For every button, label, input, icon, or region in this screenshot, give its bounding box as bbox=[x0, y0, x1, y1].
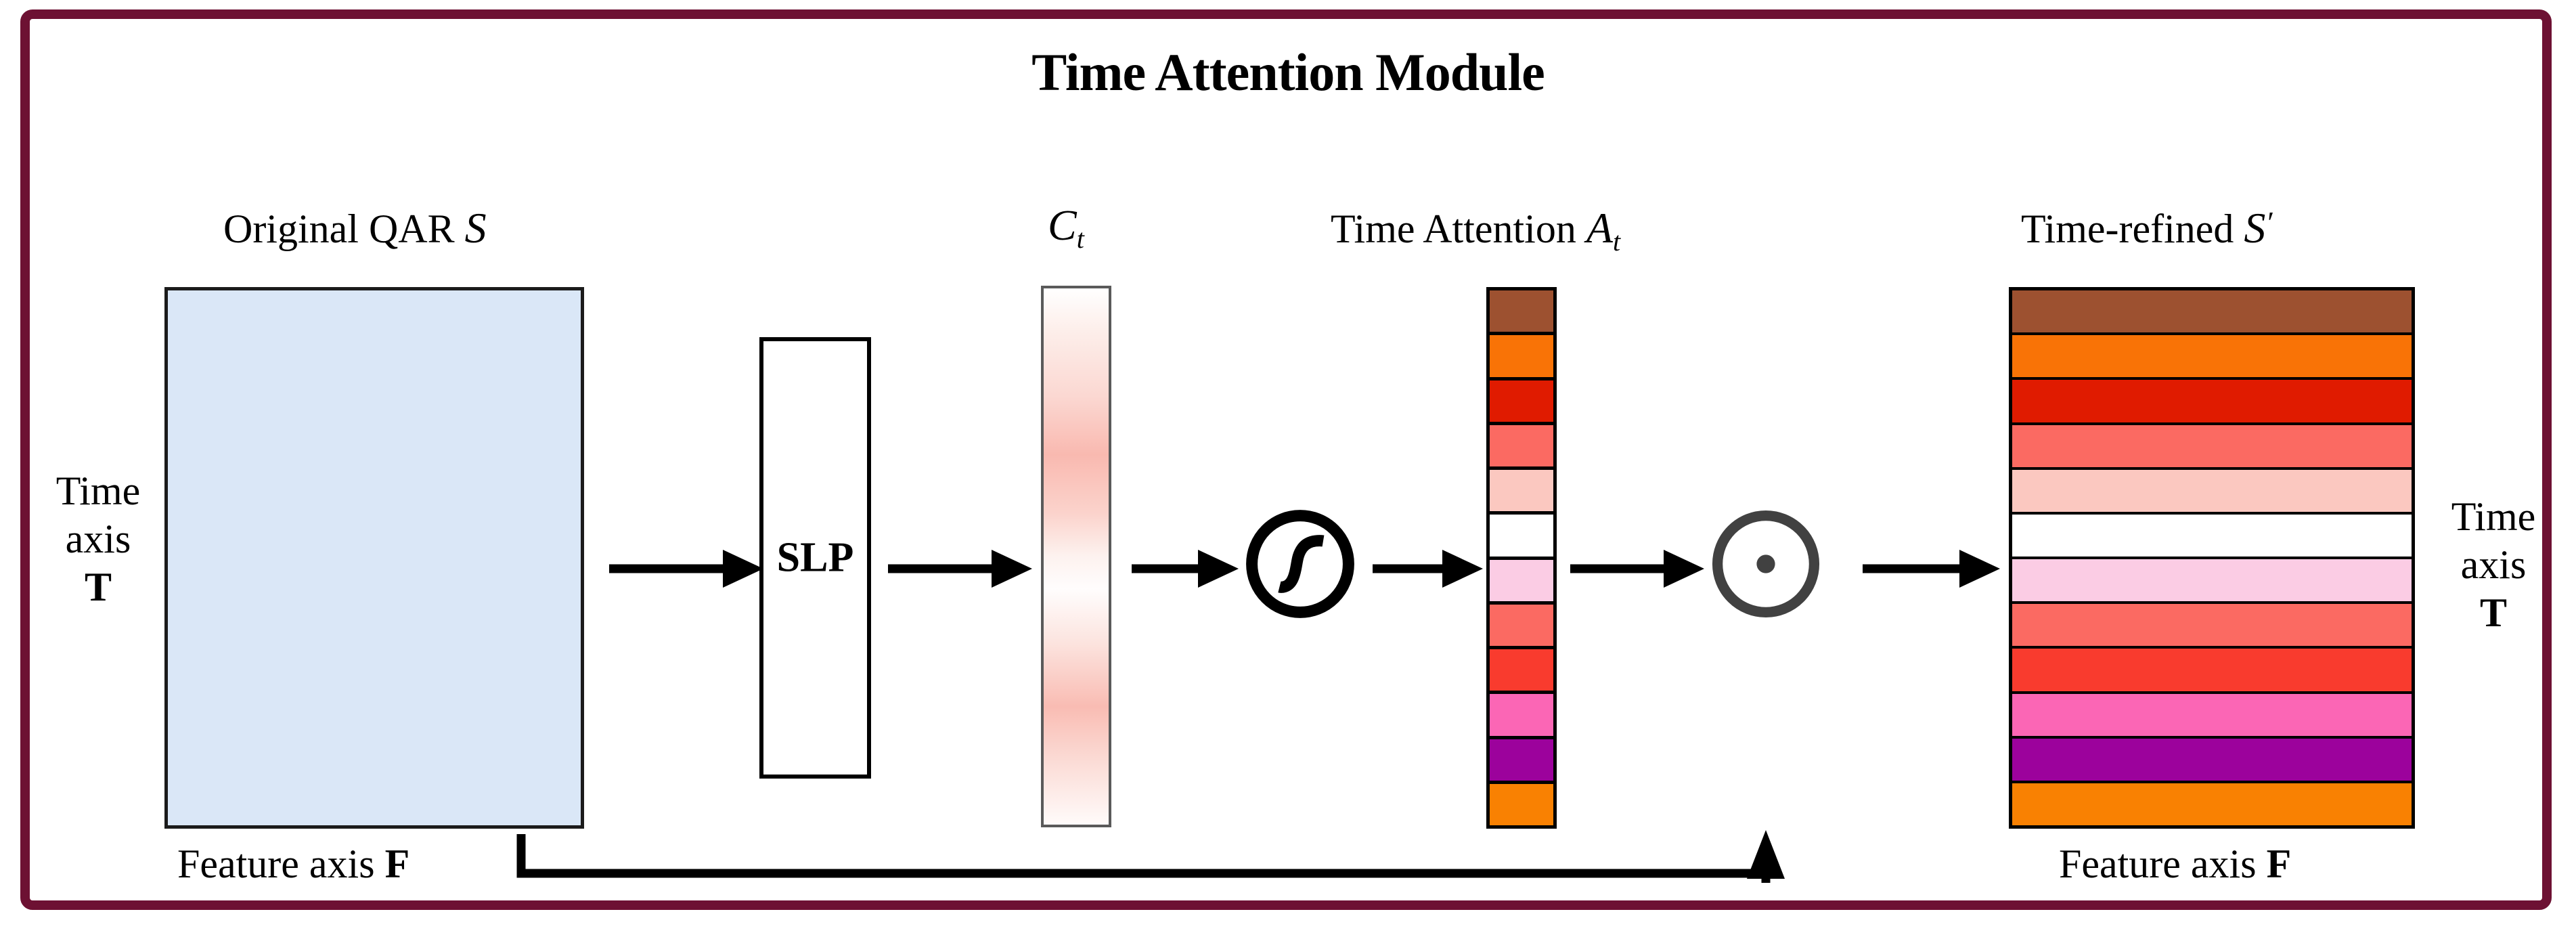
page-title: Time Attention Module bbox=[1031, 43, 1545, 102]
attention-band-5 bbox=[1490, 470, 1553, 515]
time-refined-text: Time-refined bbox=[2021, 206, 2234, 251]
ct-symbol: C bbox=[1048, 201, 1077, 249]
refined-band-3 bbox=[2012, 380, 2412, 425]
original-qar-caption: Original QAR S bbox=[223, 203, 487, 253]
sprime-symbol: S bbox=[2244, 204, 2266, 252]
refined-band-7 bbox=[2012, 559, 2412, 605]
original-qar-symbol: S bbox=[464, 204, 487, 252]
sprime-mark: ′ bbox=[2265, 205, 2273, 240]
time-axis-right-line3: T bbox=[2479, 590, 2508, 635]
time-axis-left-line1: Time bbox=[55, 468, 141, 513]
attention-band-11 bbox=[1490, 739, 1553, 784]
attention-band-10 bbox=[1490, 694, 1553, 739]
time-axis-left-line2: axis bbox=[65, 516, 131, 561]
at-symbol: A bbox=[1586, 204, 1613, 252]
time-axis-right-line1: Time bbox=[2451, 494, 2536, 539]
arrow-at-to-multiply bbox=[1570, 550, 1704, 588]
attention-band-4 bbox=[1490, 424, 1553, 470]
attention-band-6 bbox=[1490, 515, 1553, 560]
original-qar-matrix bbox=[164, 287, 584, 829]
time-attention-caption: Time Attention At bbox=[1331, 203, 1620, 257]
multiply-icon bbox=[1712, 510, 1820, 618]
refined-band-11 bbox=[2012, 738, 2412, 783]
refined-band-8 bbox=[2012, 604, 2412, 649]
attention-band-7 bbox=[1490, 559, 1553, 605]
feature-axis-label-right: Feature axis F bbox=[2059, 841, 2291, 888]
attention-band-8 bbox=[1490, 604, 1553, 649]
refined-band-1 bbox=[2012, 290, 2412, 336]
feature-axis-right-text: Feature axis bbox=[2059, 842, 2257, 886]
ct-caption: Ct bbox=[1048, 200, 1084, 255]
time-refined-matrix bbox=[2009, 287, 2415, 829]
time-axis-right-line2: axis bbox=[2460, 542, 2527, 587]
time-attention-column bbox=[1486, 287, 1557, 829]
refined-band-6 bbox=[2012, 514, 2412, 560]
arrow-sigmoid-to-at bbox=[1373, 550, 1483, 588]
arrow-slp-to-ct bbox=[888, 550, 1032, 588]
refined-band-4 bbox=[2012, 424, 2412, 470]
arrow-ct-to-sigmoid bbox=[1132, 550, 1239, 588]
attention-band-12 bbox=[1490, 783, 1553, 825]
at-subscript: t bbox=[1612, 226, 1621, 257]
attention-band-2 bbox=[1490, 335, 1553, 380]
time-axis-label-left: Time axis T bbox=[41, 467, 156, 611]
original-qar-text: Original QAR bbox=[223, 206, 455, 251]
arrow-multiply-to-refined bbox=[1863, 550, 2000, 588]
time-attention-text: Time Attention bbox=[1331, 206, 1576, 251]
attention-band-1 bbox=[1490, 290, 1553, 336]
sigmoid-icon bbox=[1246, 510, 1354, 618]
feature-axis-right-symbol: F bbox=[2266, 842, 2292, 886]
feature-axis-left-text: Feature axis bbox=[177, 842, 375, 886]
attention-band-9 bbox=[1490, 649, 1553, 695]
feature-axis-left-symbol: F bbox=[384, 842, 410, 886]
refined-band-10 bbox=[2012, 693, 2412, 739]
ct-feature-column bbox=[1041, 286, 1111, 827]
arrow-qar-to-slp bbox=[609, 550, 763, 588]
attention-band-3 bbox=[1490, 380, 1553, 425]
slp-label: SLP bbox=[776, 534, 854, 581]
feature-axis-label-left: Feature axis F bbox=[177, 841, 409, 888]
refined-band-2 bbox=[2012, 335, 2412, 380]
ct-subscript: t bbox=[1076, 223, 1084, 254]
feedback-arrow-icon bbox=[516, 830, 1785, 883]
slp-block: SLP bbox=[759, 337, 871, 779]
refined-band-5 bbox=[2012, 469, 2412, 515]
time-refined-caption: Time-refined S′ bbox=[2021, 203, 2272, 253]
time-axis-label-right: Time axis T bbox=[2433, 493, 2554, 636]
refined-band-12 bbox=[2012, 783, 2412, 826]
refined-band-9 bbox=[2012, 649, 2412, 694]
time-axis-left-line3: T bbox=[84, 564, 112, 609]
